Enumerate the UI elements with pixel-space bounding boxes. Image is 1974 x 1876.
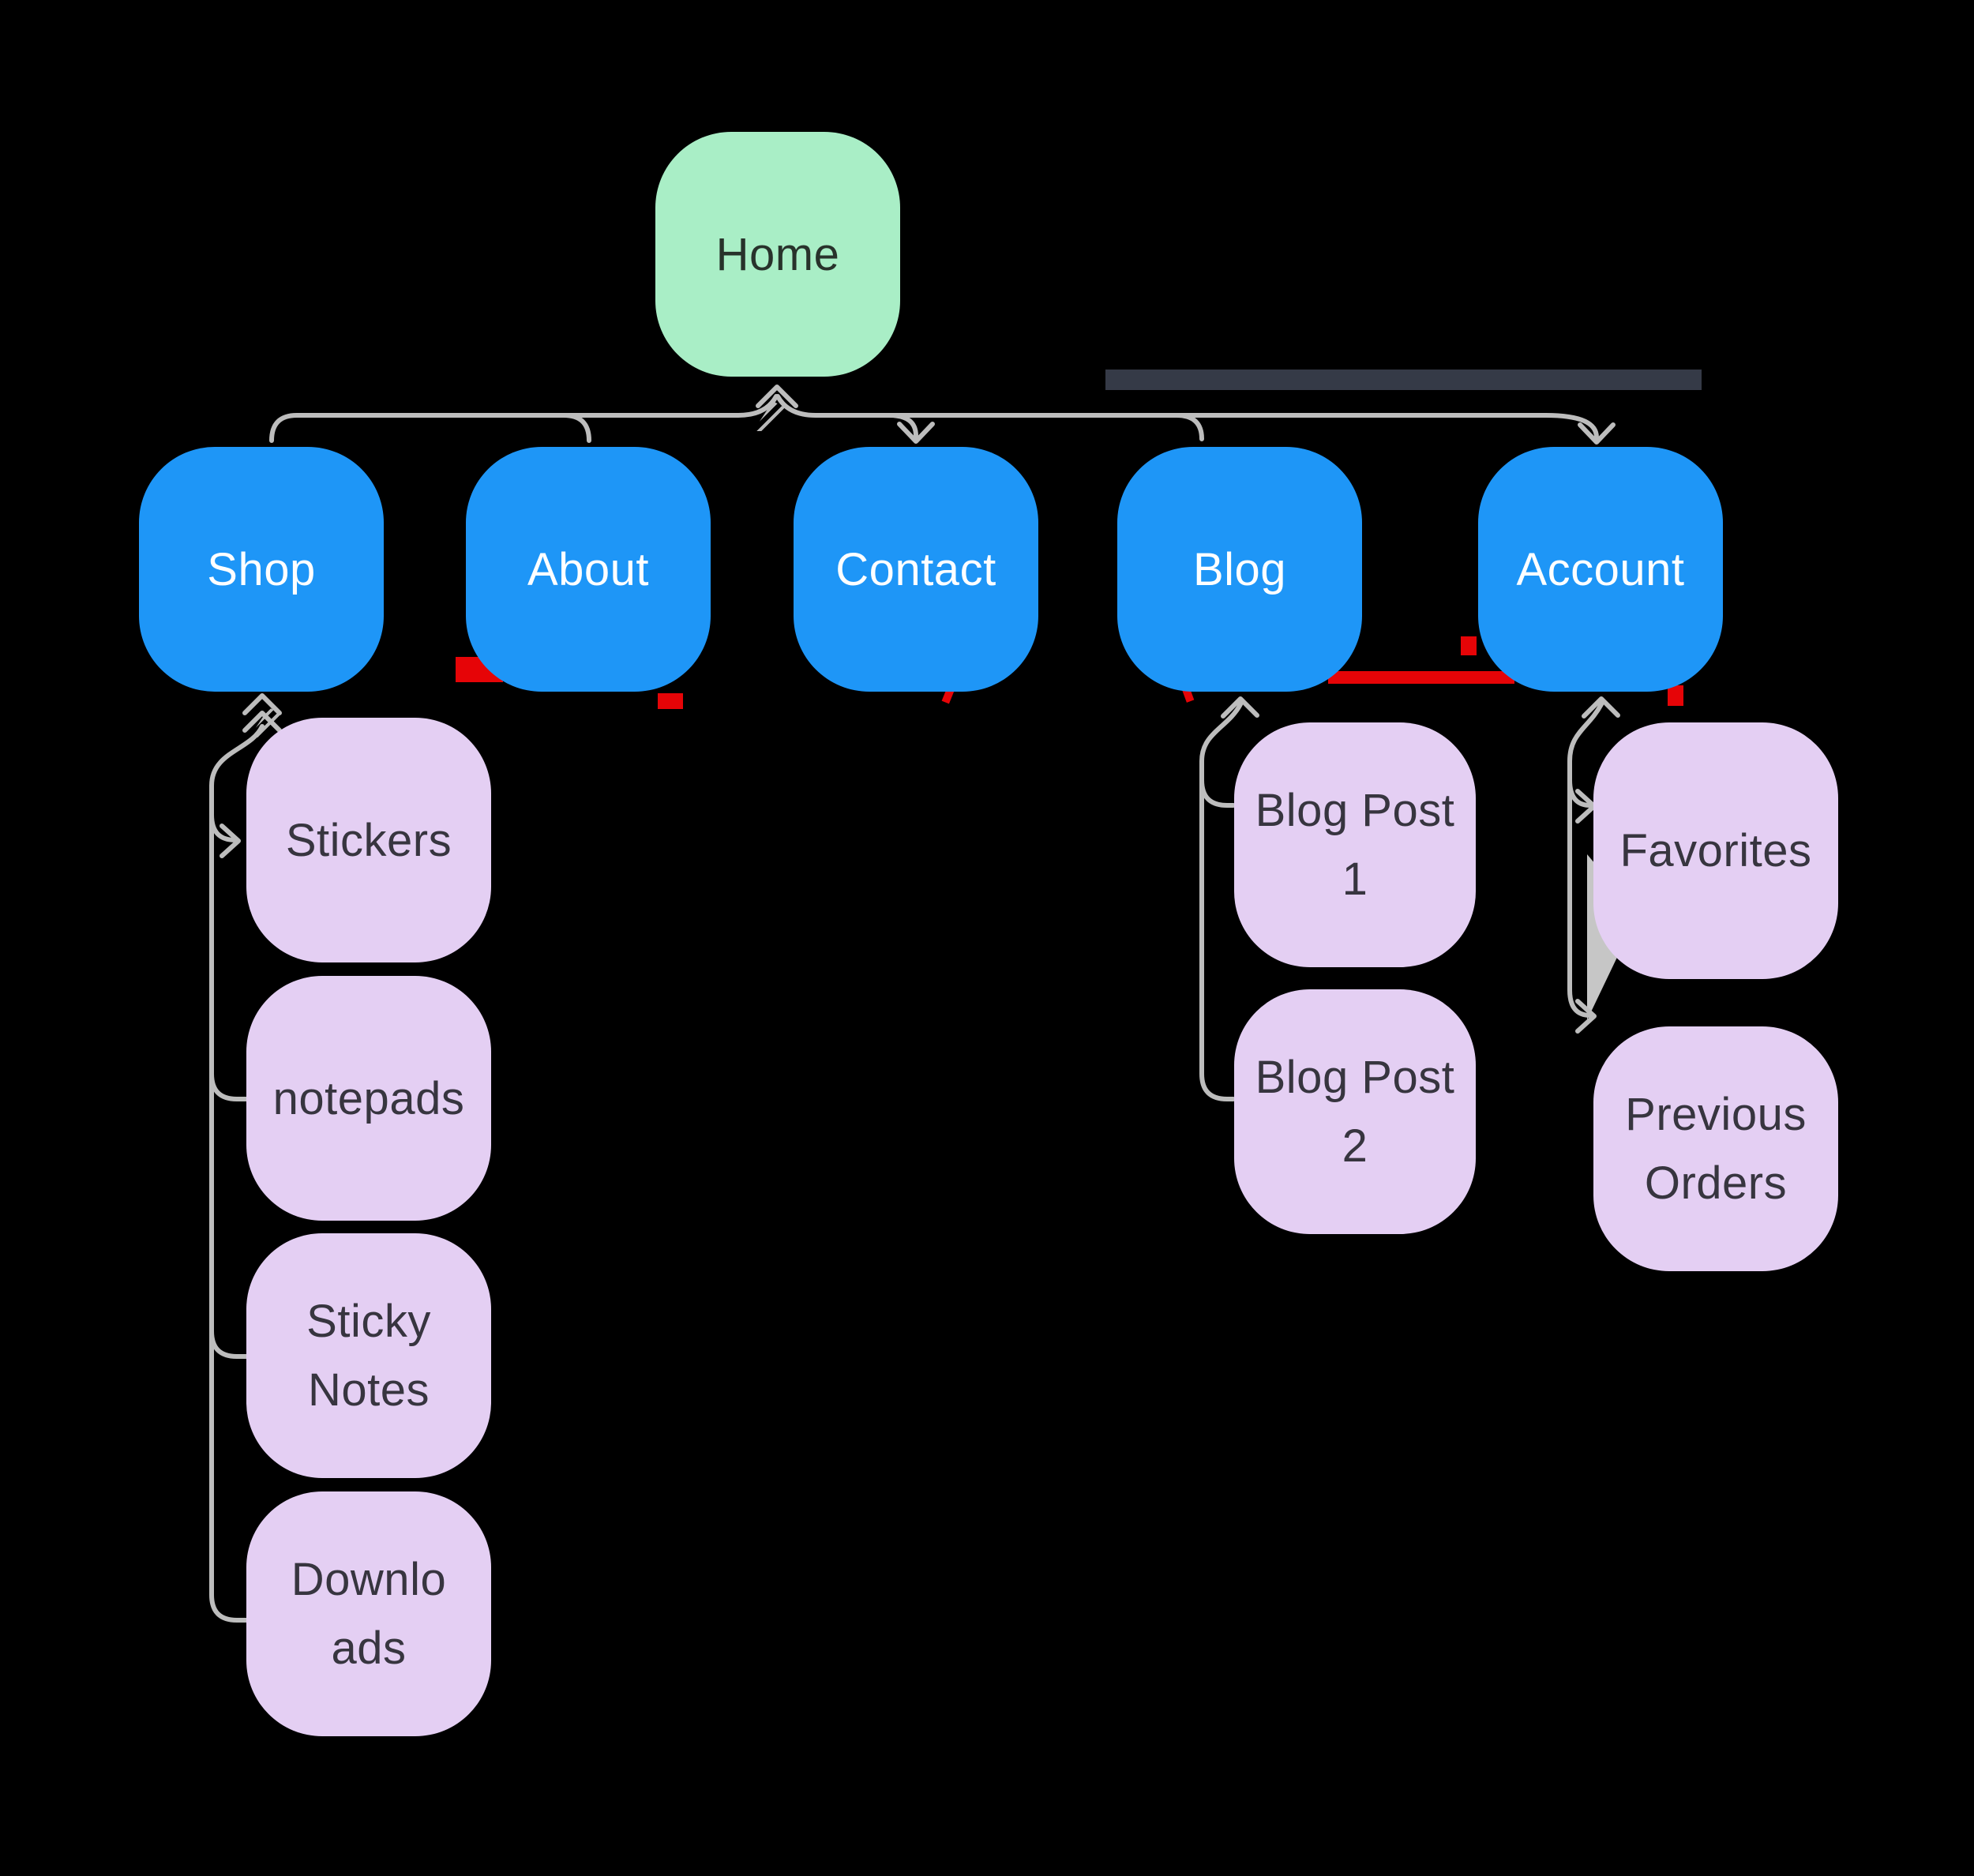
node-shop[interactable]: Shop <box>139 447 384 692</box>
arrowhead-down-account-icon <box>1578 422 1616 445</box>
connector-home-contact <box>887 413 918 438</box>
node-label: Favorites <box>1619 825 1812 876</box>
node-blog-post-2[interactable]: Blog Post 2 <box>1234 989 1476 1234</box>
node-label: Previous Orders <box>1625 1089 1807 1209</box>
node-label: Blog Post 2 <box>1255 1052 1455 1172</box>
node-sticky-notes[interactable]: Sticky Notes <box>246 1233 491 1478</box>
node-label: Stickers <box>285 814 452 866</box>
glitch-red-artifact <box>1461 636 1477 655</box>
glitch-red-artifact <box>658 693 683 709</box>
node-label: Sticky Notes <box>306 1296 431 1416</box>
connector-home-right-rail <box>775 394 1599 440</box>
node-label: Blog Post 1 <box>1255 785 1455 905</box>
arrowhead-up-blog-icon <box>1221 696 1259 719</box>
node-notepads[interactable]: notepads <box>246 976 491 1221</box>
arrowhead-right-stickers-icon <box>220 824 241 858</box>
node-account[interactable]: Account <box>1478 447 1723 692</box>
node-label: Contact <box>835 543 996 595</box>
arrowhead-right-previous-orders-icon <box>1575 999 1597 1034</box>
node-about[interactable]: About <box>466 447 711 692</box>
node-label: Account <box>1516 543 1685 595</box>
node-favorites[interactable]: Favorites <box>1593 722 1838 979</box>
arrowhead-up-home-icon <box>756 385 798 408</box>
node-stickers[interactable]: Stickers <box>246 718 491 962</box>
connector-home-about <box>561 413 591 443</box>
connector-account-favorites <box>1567 778 1593 808</box>
connector-shop-notepads <box>209 1071 249 1101</box>
connector-home-left-rail <box>269 394 779 443</box>
connector-shop-trunk <box>209 724 265 1623</box>
connector-home-blog <box>1174 413 1204 441</box>
connector-blog-trunk <box>1199 702 1243 1101</box>
node-label: Downlo ads <box>291 1554 447 1674</box>
node-label: Home <box>715 228 840 280</box>
glitch-red-artifact <box>1668 685 1683 706</box>
glitch-red-artifact <box>1328 671 1514 684</box>
glitch-band-artifact <box>1105 370 1702 390</box>
arrowhead-up-shop-icon <box>242 693 282 715</box>
node-contact[interactable]: Contact <box>794 447 1038 692</box>
node-previous-orders[interactable]: Previous Orders <box>1593 1026 1838 1271</box>
node-home[interactable]: Home <box>655 132 900 377</box>
connector-shop-stickynotes <box>209 1329 249 1359</box>
connector-shop-stickers <box>209 812 238 842</box>
connector-blog-post1 <box>1199 778 1236 808</box>
node-label: Shop <box>207 543 316 595</box>
node-label: About <box>527 543 650 595</box>
node-blog-post-1[interactable]: Blog Post 1 <box>1234 722 1476 967</box>
node-blog[interactable]: Blog <box>1117 447 1362 692</box>
node-label: Blog <box>1192 543 1287 595</box>
connector-account-trunk <box>1567 702 1604 1018</box>
arrowhead-down-contact-icon <box>897 422 935 444</box>
node-label: notepads <box>272 1072 465 1124</box>
node-downloads[interactable]: Downlo ads <box>246 1491 491 1736</box>
arrowhead-up-account-icon <box>1582 696 1620 719</box>
arrowhead-up-shop-icon <box>242 711 282 733</box>
